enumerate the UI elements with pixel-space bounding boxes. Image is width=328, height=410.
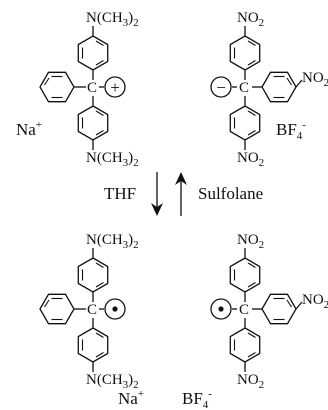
no2-bottom-label: NO2 (237, 150, 264, 169)
sulfolane-label: Sulfolane (198, 184, 263, 203)
nme2-top-label: N(CH3)2 (86, 10, 139, 29)
bf4-counterion-bottom: BF4- (182, 388, 212, 410)
radical-carbon-label: C (87, 302, 97, 318)
na-counterion-top: Na+ (16, 119, 42, 139)
radical-carbon-label-2: C (239, 302, 249, 318)
na-counterion-bottom: Na+ (118, 388, 144, 408)
equilibrium-arrows (151, 172, 187, 216)
no2-right-label: NO2 (302, 70, 328, 89)
no2-right-label-2: NO2 (302, 292, 328, 311)
radical-dot-left (112, 306, 118, 312)
bottom-right-radical: NO2 C NO2 NO2 (210, 232, 328, 391)
central-carbon-label: C (87, 80, 97, 96)
thf-label: THF (104, 184, 136, 203)
top-left-cation: N(CH3)2 C + N( (39, 10, 139, 169)
bf4-counterion-top: BF4- (276, 119, 306, 142)
no2-top-label: NO2 (237, 10, 264, 29)
minus-charge-label: − (216, 78, 226, 97)
top-right-anion: NO2 C − NO2 NO2 (210, 10, 328, 169)
plus-charge-label: + (110, 78, 120, 97)
minus-charge-circle (210, 76, 232, 98)
nme2-bottom-label: N(CH3)2 (86, 150, 139, 169)
bottom-left-radical: N(CH3)2 C N(CH3)2 (39, 232, 139, 391)
no2-top-label-2: NO2 (237, 232, 264, 251)
nme2-top-label-2: N(CH3)2 (86, 232, 139, 251)
nme2-bottom-label-2: N(CH3)2 (86, 372, 139, 391)
no2-bottom-label-2: NO2 (237, 372, 264, 391)
plus-charge-circle (104, 76, 126, 98)
radical-dot-right (218, 306, 224, 312)
anion-carbon-label: C (239, 80, 249, 96)
